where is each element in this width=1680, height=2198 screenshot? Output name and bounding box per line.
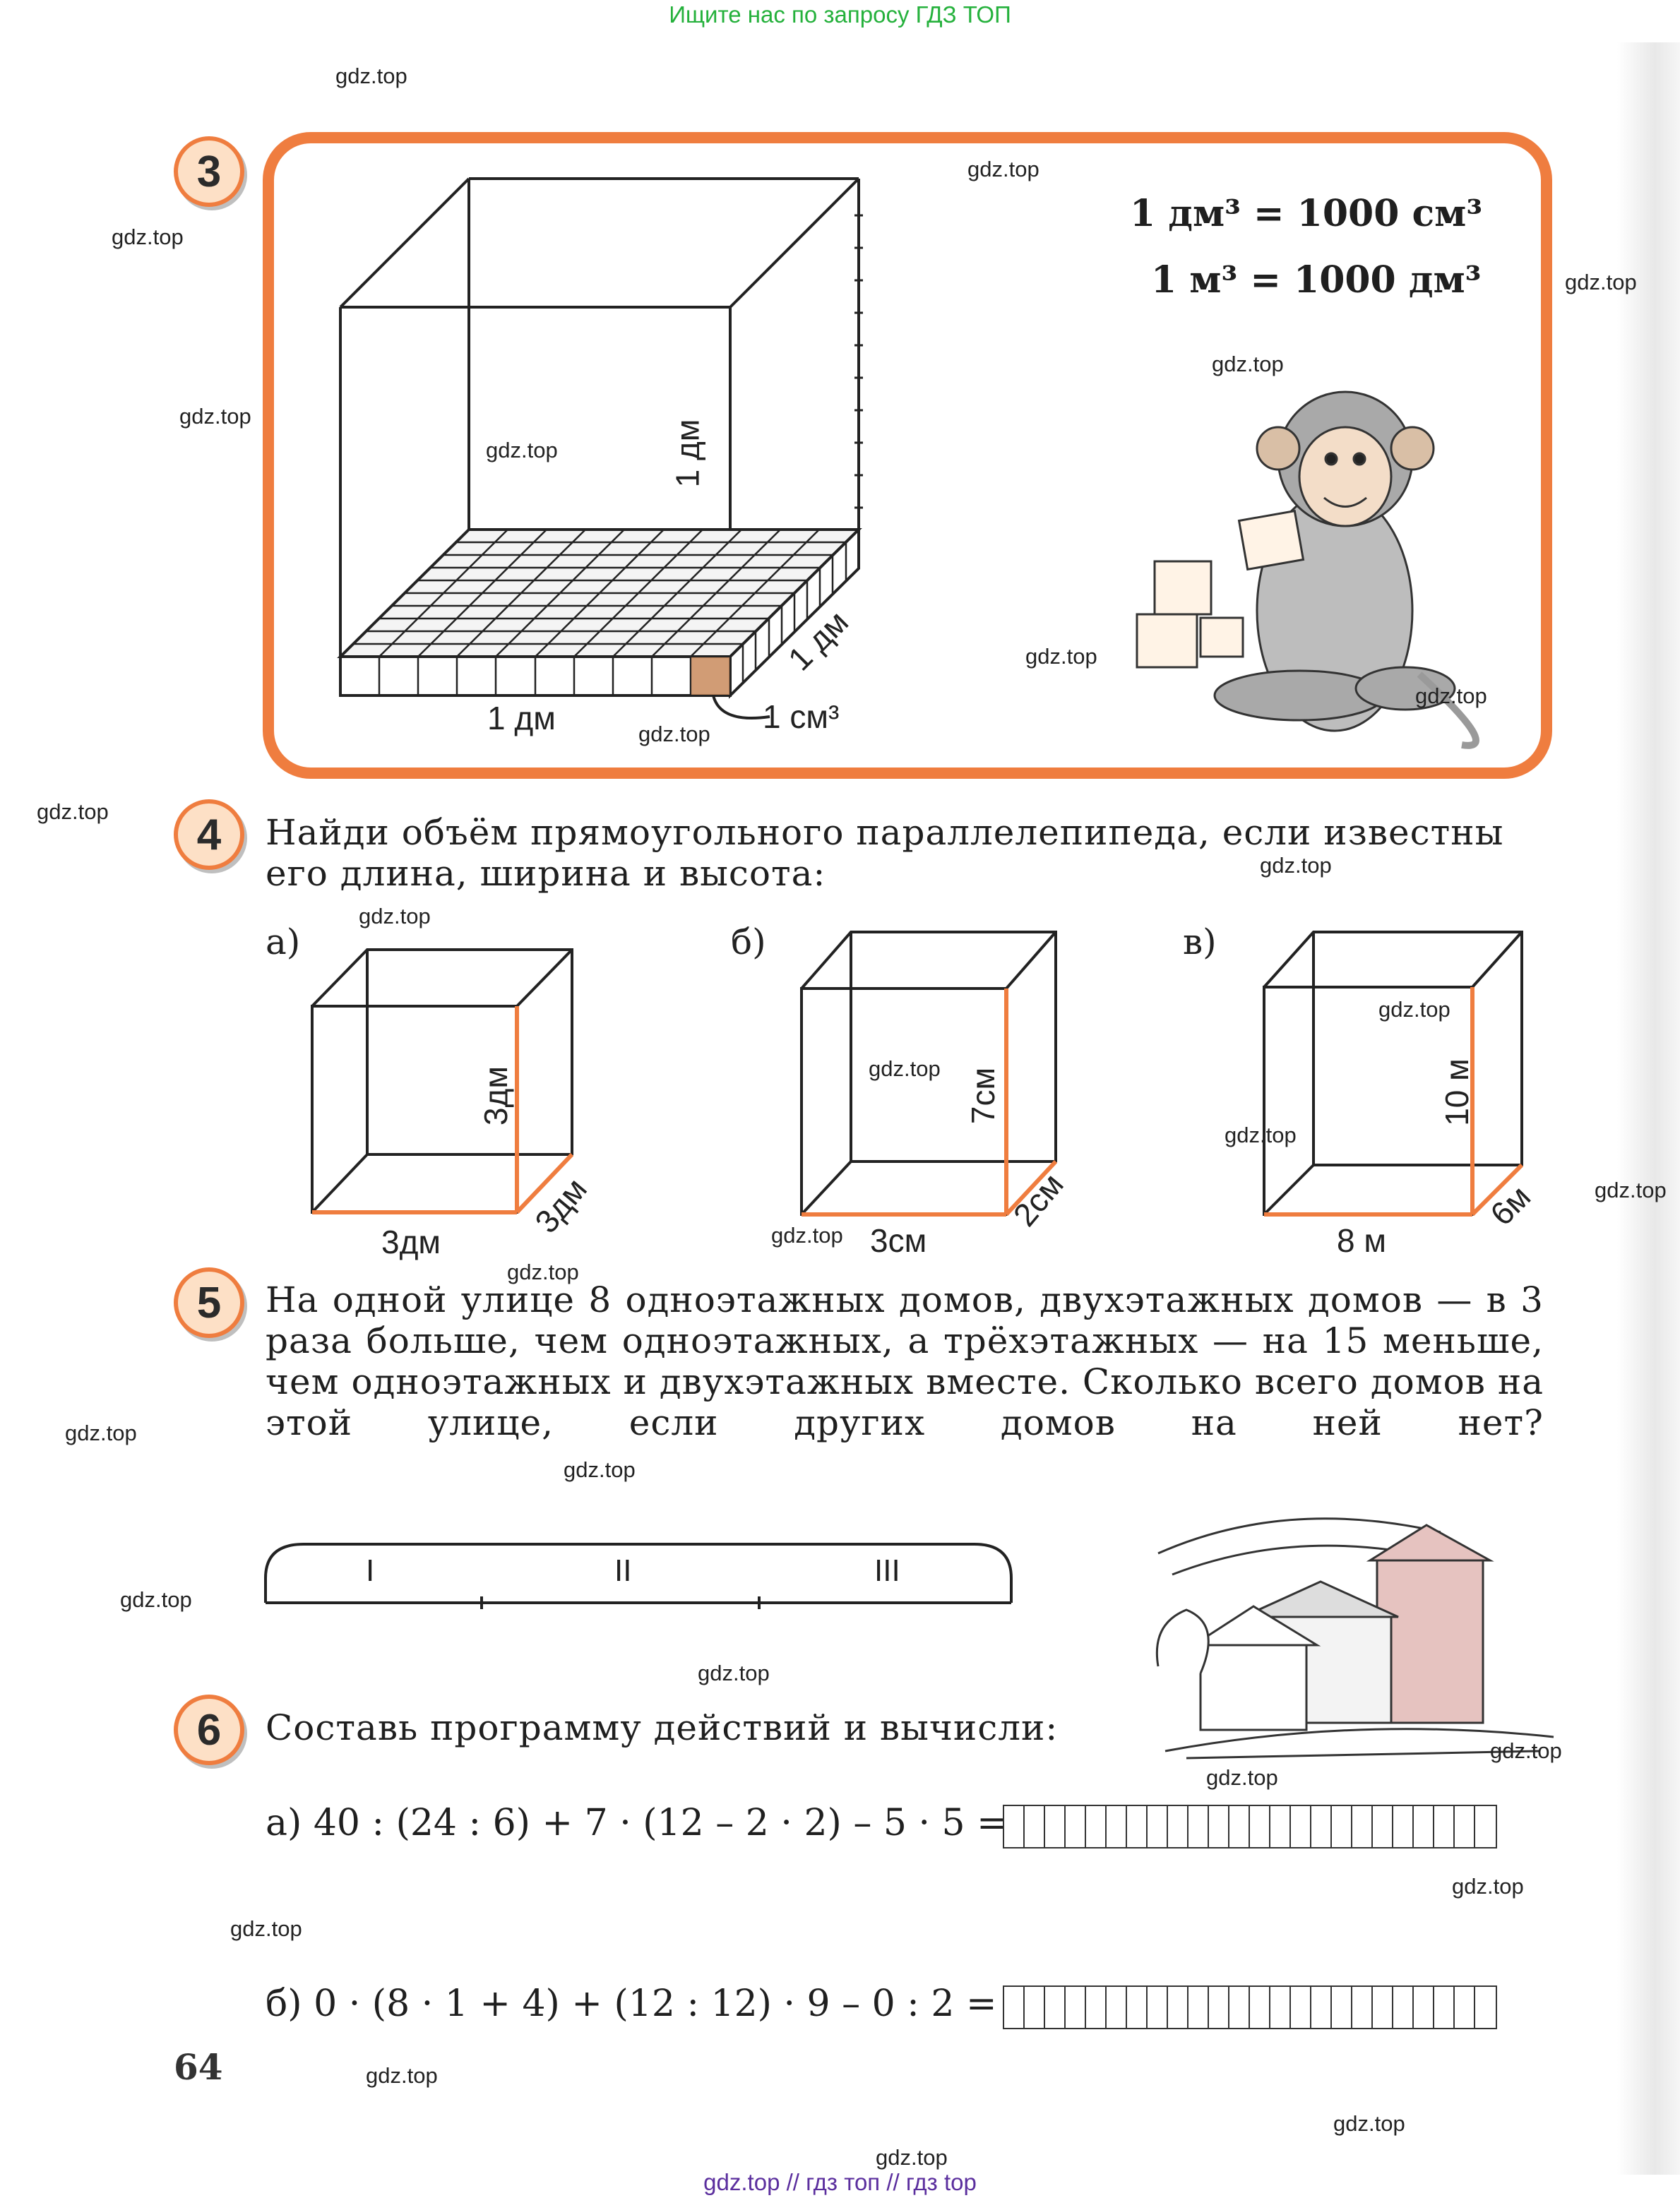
formula-m3-dm3: 1 м³ = 1000 дм³ bbox=[1151, 258, 1482, 301]
watermark: gdz.top bbox=[366, 2063, 438, 2088]
top-banner[interactable]: Ищите нас по запросу ГДЗ ТОП bbox=[669, 1, 1011, 28]
monkey-illustration bbox=[1136, 390, 1479, 749]
watermark: gdz.top bbox=[1025, 644, 1097, 669]
answer-grid-a[interactable] bbox=[1003, 1805, 1497, 1848]
box-b-height: 7см bbox=[965, 1067, 1002, 1125]
segment-diagram bbox=[264, 1543, 1013, 1609]
centimeter-slab bbox=[337, 526, 862, 719]
box-a-letter: а) bbox=[266, 921, 301, 962]
watermark: gdz.top bbox=[1565, 270, 1637, 294]
task-5-text: На одной улице 8 одноэтажных домов, двух… bbox=[266, 1279, 1544, 1443]
watermark: gdz.top bbox=[1595, 1178, 1667, 1202]
bottom-banner[interactable]: gdz.top // гдз топ // гдз top bbox=[703, 2169, 977, 2195]
watermark: gdz.top bbox=[1415, 683, 1487, 708]
watermark: gdz.top bbox=[1260, 853, 1332, 878]
watermark: gdz.top bbox=[1378, 997, 1450, 1022]
watermark: gdz.top bbox=[359, 904, 431, 928]
box-v-letter: в) bbox=[1183, 921, 1217, 962]
watermark: gdz.top bbox=[1333, 2111, 1405, 2136]
task-3-frame bbox=[263, 132, 1552, 779]
watermark: gdz.top bbox=[1452, 1874, 1524, 1899]
task-6-badge: 6 bbox=[174, 1695, 244, 1765]
watermark: gdz.top bbox=[230, 1916, 302, 1941]
box-b-letter: б) bbox=[731, 921, 766, 962]
task-6-text: Составь программу действий и вычисли: bbox=[266, 1707, 1059, 1748]
segment-label-2: II bbox=[614, 1553, 632, 1588]
task-3-illustration bbox=[263, 132, 1552, 779]
task-5-number: 5 bbox=[196, 1278, 222, 1327]
watermark: gdz.top bbox=[1490, 1738, 1562, 1763]
watermark: gdz.top bbox=[876, 2145, 948, 2170]
big-cube-wireframe bbox=[339, 177, 860, 695]
box-b-length: 3см bbox=[870, 1222, 927, 1259]
cube-scale-ticks bbox=[854, 214, 863, 509]
watermark: gdz.top bbox=[112, 225, 184, 249]
watermark: gdz.top bbox=[1206, 1765, 1278, 1790]
answer-grid-b[interactable] bbox=[1003, 1985, 1497, 2029]
box-a-drawing bbox=[311, 948, 574, 1214]
watermark: gdz.top bbox=[486, 438, 558, 462]
expression-a: а) 40 : (24 : 6) + 7 · (12 – 2 · 2) – 5 … bbox=[266, 1802, 1008, 1844]
watermark: gdz.top bbox=[1225, 1123, 1297, 1147]
watermark: gdz.top bbox=[179, 404, 251, 429]
task-3-badge: 3 bbox=[174, 136, 244, 207]
task-4-number: 4 bbox=[196, 810, 222, 859]
segment-label-1: I bbox=[366, 1553, 375, 1588]
box-b-drawing bbox=[800, 931, 1058, 1217]
watermark: gdz.top bbox=[869, 1056, 941, 1081]
watermark: gdz.top bbox=[564, 1457, 636, 1482]
small-cube-label: 1 см³ bbox=[763, 698, 840, 735]
segment-label-3: III bbox=[874, 1553, 900, 1588]
task-4-text: Найди объём прямоугольного параллелепипе… bbox=[266, 812, 1504, 894]
watermark: gdz.top bbox=[967, 157, 1039, 181]
task-6-number: 6 bbox=[196, 1705, 222, 1755]
watermark: gdz.top bbox=[120, 1587, 192, 1612]
cube-width-label: 1 дм bbox=[487, 700, 556, 736]
houses-illustration bbox=[1155, 1517, 1554, 1760]
watermark: gdz.top bbox=[1212, 352, 1284, 376]
page-edge-shadow bbox=[1617, 42, 1680, 2175]
box-v-height: 10 м bbox=[1438, 1058, 1475, 1126]
task-5-badge: 5 bbox=[174, 1267, 244, 1338]
box-a-length: 3дм bbox=[381, 1224, 441, 1260]
task-4-badge: 4 bbox=[174, 799, 244, 870]
page-number: 64 bbox=[174, 2046, 223, 2088]
watermark: gdz.top bbox=[771, 1223, 843, 1248]
expression-b: б) 0 · (8 · 1 + 4) + (12 : 12) · 9 – 0 :… bbox=[266, 1983, 997, 2025]
formula-dm3-cm3: 1 дм³ = 1000 см³ bbox=[1130, 192, 1483, 235]
box-v-length: 8 м bbox=[1337, 1222, 1386, 1259]
watermark: gdz.top bbox=[638, 722, 710, 746]
watermark: gdz.top bbox=[335, 64, 407, 88]
task-3-number: 3 bbox=[196, 147, 222, 196]
cube-height-label: 1 дм bbox=[669, 419, 706, 488]
watermark: gdz.top bbox=[698, 1661, 770, 1685]
watermark: gdz.top bbox=[65, 1421, 137, 1445]
box-a-height: 3дм bbox=[477, 1065, 515, 1126]
watermark: gdz.top bbox=[507, 1260, 579, 1284]
box-v-drawing bbox=[1263, 931, 1524, 1217]
watermark: gdz.top bbox=[37, 799, 109, 824]
